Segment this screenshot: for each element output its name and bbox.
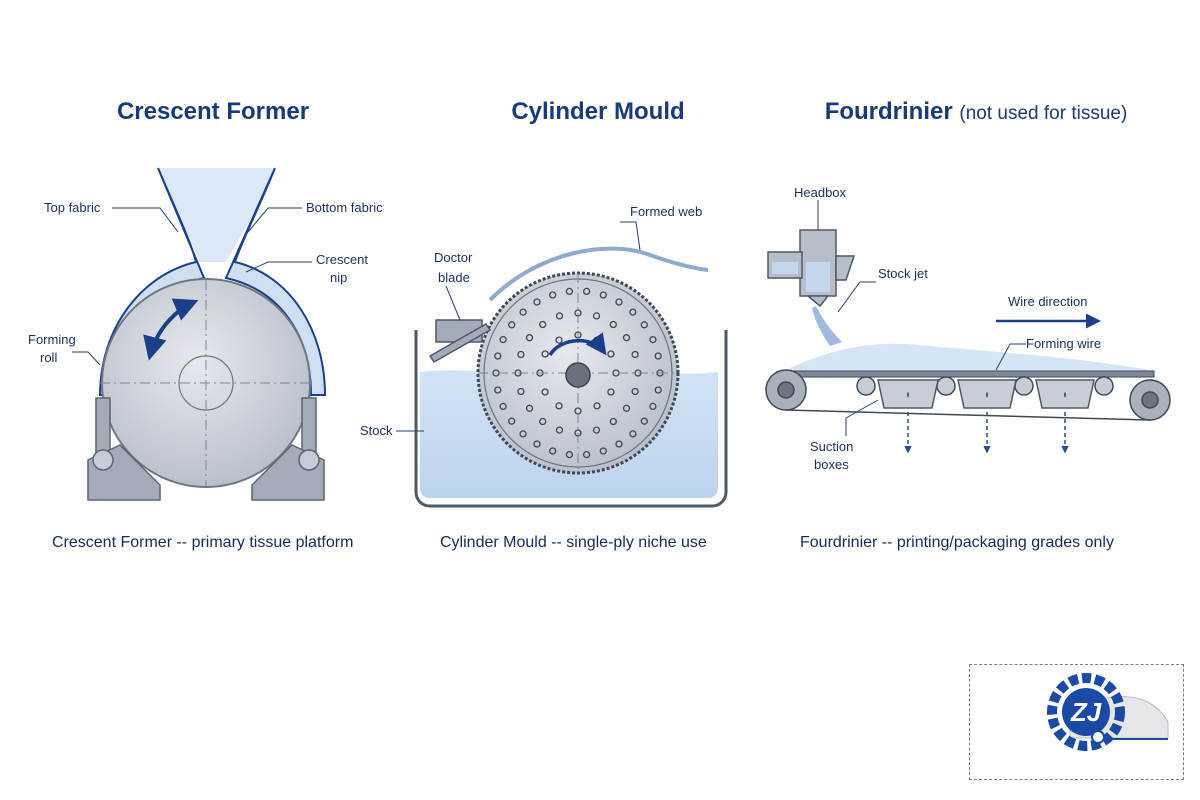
headbox-label: Headbox (794, 185, 847, 200)
cylinder-hole (517, 350, 525, 359)
fourdrinier-caption: Fourdrinier -- printing/packaging grades… (800, 534, 1114, 551)
suction-boxes (877, 379, 1095, 409)
cylinder-hole (519, 430, 527, 438)
cylinder-rotation-arrow (548, 332, 607, 357)
cylinder-hole (649, 402, 657, 411)
cylinder-hole (517, 387, 525, 396)
cylinder-hole (649, 335, 657, 344)
cylinder-hole (499, 335, 507, 344)
cylinder-hole (499, 402, 507, 411)
cylinder-mould-diagram: Doctor blade Formed web Stock (360, 204, 728, 508)
cylinder-hole (631, 350, 639, 359)
cylinder-hole (629, 430, 637, 438)
cylinder-hole (654, 352, 662, 360)
fourdrinier-subtitle: (not used for tissue) (959, 103, 1128, 124)
cylinder-holes (492, 287, 664, 459)
cylinder-vat (414, 330, 728, 508)
cylinder-hole (592, 426, 601, 434)
cylinder-hole (582, 287, 591, 296)
logo-monogram: ZJ (1070, 697, 1102, 727)
cylinder-hole (494, 386, 502, 394)
cylinder-hole (629, 308, 637, 316)
doctor-blade-label-line1: Doctor (434, 250, 473, 265)
cylinder-hole (539, 320, 547, 329)
cylinder-hole (508, 417, 516, 425)
cylinder-hole (654, 386, 662, 394)
cylinder-hole (494, 352, 502, 360)
cylinder-hole (615, 440, 623, 448)
fourdrinier-rolls (765, 369, 1171, 421)
cylinder-hole (631, 387, 639, 396)
cylinder-hole (555, 312, 564, 320)
cylinder-hole (607, 350, 615, 358)
stock-label: Stock (360, 423, 393, 438)
cylinder-hole (582, 450, 591, 459)
fourdrinier-diagram: Headbox Stock jet Wire direction Forming… (765, 185, 1171, 472)
cylinder-hole (622, 404, 631, 412)
cylinder-mould-caption: Cylinder Mould -- single-ply niche use (440, 534, 707, 551)
bottom-fabric-label: Bottom fabric (306, 200, 383, 215)
doctor-blade (428, 319, 492, 363)
cylinder-hole (508, 321, 516, 329)
cylinder-hole (549, 447, 557, 455)
top-fabric-label: Top fabric (44, 200, 101, 215)
forming-roll-label-line1: Forming (28, 332, 76, 347)
cylinder-hole (533, 298, 541, 306)
crescent-former-caption: Crescent Former -- primary tissue platfo… (52, 534, 354, 551)
stock-jet (812, 306, 842, 346)
crescent-stock-funnel (158, 168, 275, 262)
cylinder-mould-title: Cylinder Mould (511, 98, 685, 125)
cylinder-hole (609, 320, 617, 329)
formed-web-label: Formed web (630, 204, 702, 219)
forming-roll-label-line2: roll (40, 350, 57, 365)
cylinder-hole (599, 447, 607, 455)
cylinder-hole (549, 291, 557, 299)
suction-boxes-label-line2: boxes (814, 457, 849, 472)
cylinder-hole (519, 308, 527, 316)
cylinder-hole (640, 321, 648, 329)
stock-jet-label: Stock jet (878, 266, 928, 281)
crescent-rotation-arrow (143, 298, 199, 361)
suction-boxes-label-line1: Suction (810, 439, 853, 454)
cylinder-hole (541, 388, 549, 396)
forming-wire-label: Forming wire (1026, 336, 1101, 351)
cylinder-hole (593, 402, 601, 410)
cylinder-hole (555, 336, 563, 344)
doctor-blade-label-line2: blade (438, 270, 470, 285)
crescent-nip-label-line1: Crescent (316, 252, 368, 267)
crescent-nip-label-line2: nip (330, 270, 347, 285)
cylinder-hole (592, 312, 601, 320)
wire-direction-label: Wire direction (1008, 294, 1087, 309)
crescent-roll-supports (87, 397, 325, 501)
cylinder-hole (533, 440, 541, 448)
formed-web (488, 246, 709, 302)
cylinder-hole (609, 417, 617, 426)
cylinder-hole (525, 334, 534, 342)
fourdrinier-stock-layer (790, 343, 1150, 374)
company-logo: ZJ (1047, 673, 1169, 751)
cylinder-hole (640, 417, 648, 425)
cylinder-hole (555, 426, 564, 434)
cylinder-hole (599, 291, 607, 299)
cylinder-hole (525, 404, 534, 412)
crescent-former-title: Crescent Former (116, 98, 310, 125)
cylinder-hole (607, 388, 615, 396)
forming-wire (785, 370, 1155, 378)
cylinder-hole (539, 417, 547, 426)
cylinder-hole (555, 402, 563, 410)
cylinder-hole (565, 287, 574, 296)
cylinder-hub (565, 362, 591, 388)
crescent-former-diagram: Top fabric Bottom fabric Crescent nip Fo… (28, 167, 383, 501)
logo-frame (969, 664, 1184, 780)
cylinder-hole (565, 450, 574, 459)
cylinder-hole (541, 350, 549, 358)
fourdrinier-title: Fourdrinier (not used for tissue) (824, 98, 1128, 125)
cylinder-hole (622, 334, 631, 342)
cylinder-hole (615, 298, 623, 306)
